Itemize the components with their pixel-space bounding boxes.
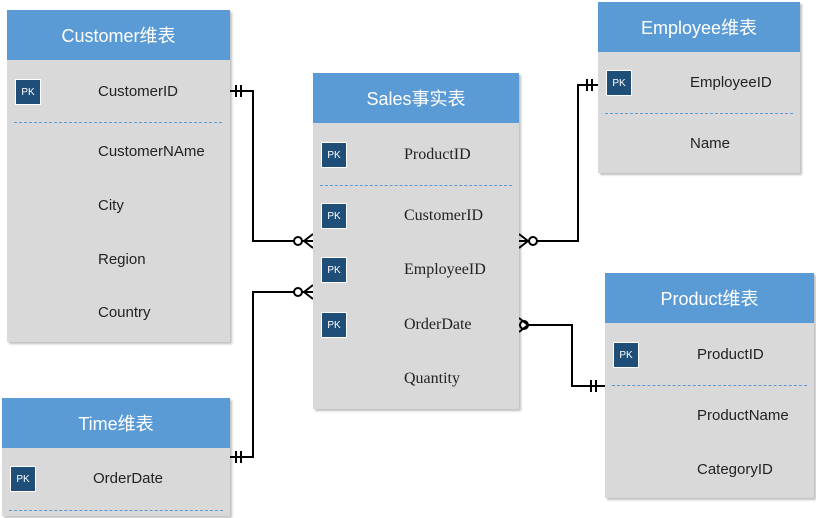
customer-field-customerid: CustomerID <box>98 83 179 100</box>
customer-field-country: Country <box>98 304 151 321</box>
time-table: Time维表 PK OrderDate <box>2 398 230 516</box>
zero-marker <box>293 287 303 297</box>
time-pk-separator <box>9 510 223 511</box>
crow-foot <box>518 233 529 242</box>
customer-table: Customer维表 PK CustomerID CustomerNAme Ci… <box>7 10 230 342</box>
crow-foot <box>303 233 314 242</box>
sales-pk-badge-orderdate: PK <box>321 312 347 338</box>
product-field-categoryid: CategoryID <box>697 461 773 478</box>
relationship-customer-sales <box>230 85 314 249</box>
employee-field-employeeid: EmployeeID <box>690 74 772 91</box>
sales-field-productid: ProductID <box>404 146 471 163</box>
employee-table: Employee维表 PK EmployeeID Name <box>598 2 800 173</box>
employee-pk-separator <box>605 113 793 114</box>
product-table-title: Product维表 <box>605 273 814 323</box>
crow-foot <box>518 317 529 326</box>
sales-field-quantity: Quantity <box>404 370 460 387</box>
customer-field-customername: CustomerNAme <box>98 143 205 160</box>
sales-table: Sales事实表 PK ProductID PK CustomerID PK E… <box>313 73 519 409</box>
sales-field-customerid: CustomerID <box>404 207 484 224</box>
time-field-orderdate: OrderDate <box>93 470 164 487</box>
relationship-product-sales <box>518 317 605 392</box>
customer-field-region: Region <box>98 251 146 268</box>
zero-marker <box>528 236 538 246</box>
sales-field-orderdate: OrderDate <box>404 316 472 333</box>
sales-field-employeeid: EmployeeID <box>404 261 486 278</box>
time-table-title: Time维表 <box>2 398 230 448</box>
sales-pk-badge-productid: PK <box>321 142 347 168</box>
crow-foot <box>303 291 314 300</box>
customer-table-title: Customer维表 <box>7 10 230 60</box>
employee-field-name: Name <box>690 135 731 152</box>
zero-marker <box>293 236 303 246</box>
crow-foot <box>518 240 529 249</box>
crow-foot <box>518 324 529 333</box>
product-table: Product维表 PK ProductID ProductName Categ… <box>605 273 814 498</box>
product-pk-badge: PK <box>613 342 639 368</box>
time-pk-badge: PK <box>10 466 36 492</box>
product-field-productid: ProductID <box>697 346 764 363</box>
customer-pk-separator <box>14 122 222 123</box>
customer-pk-badge: PK <box>15 79 41 105</box>
sales-pk-badge-customerid: PK <box>321 203 347 229</box>
crow-foot <box>303 240 314 249</box>
product-pk-separator <box>612 385 807 386</box>
customer-field-city: City <box>98 197 124 214</box>
employee-table-title: Employee维表 <box>598 2 800 52</box>
crow-foot <box>303 284 314 293</box>
sales-pk-badge-employeeid: PK <box>321 257 347 283</box>
relationship-employee-sales <box>518 79 598 249</box>
sales-pk-separator <box>320 185 512 186</box>
relationship-time-sales <box>230 284 314 463</box>
sales-table-title: Sales事实表 <box>313 73 519 123</box>
employee-pk-badge: PK <box>606 70 632 96</box>
product-field-productname: ProductName <box>697 407 789 424</box>
